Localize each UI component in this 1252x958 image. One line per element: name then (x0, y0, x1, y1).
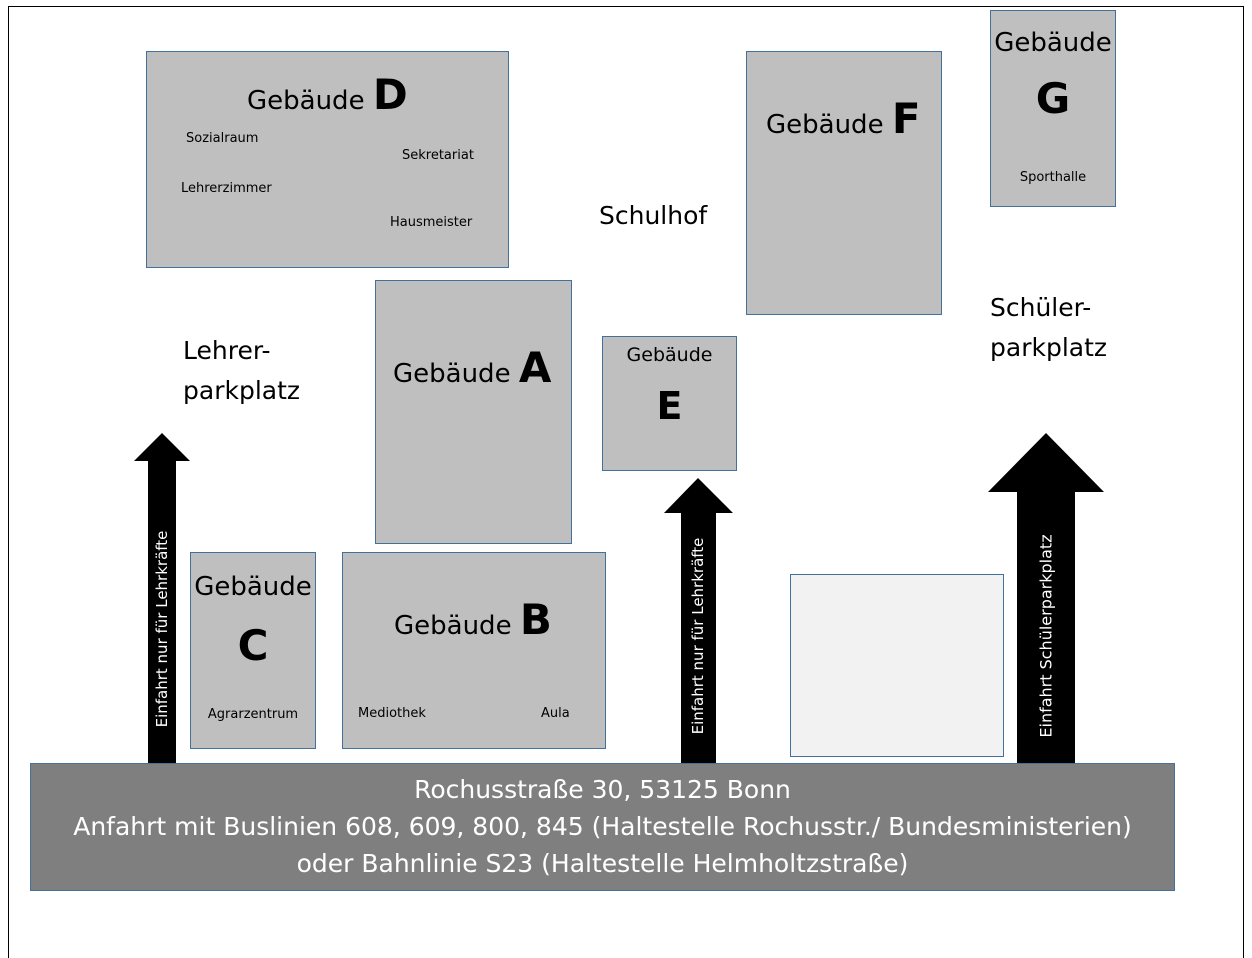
building-a-letter: A (518, 343, 552, 392)
building-g-letter: G (1035, 74, 1071, 123)
building-f-word: Gebäude (766, 110, 884, 140)
area-student-parking: Schüler- parkplatz (990, 288, 1107, 368)
train-directions: oder Bahnlinie S23 (Haltestelle Helmholt… (296, 849, 909, 878)
building-c-word: Gebäude (194, 572, 312, 602)
building-d-word: Gebäude (247, 86, 365, 116)
room-mediothek: Mediothek (358, 706, 426, 721)
arrow-left-label: Einfahrt nur für Lehrkräfte (153, 530, 171, 728)
room-sekretariat: Sekretariat (402, 148, 474, 163)
building-b[interactable]: Gebäude B Mediothek Aula (342, 552, 606, 749)
room-lehrerzimmer: Lehrerzimmer (181, 181, 272, 196)
building-f-title: Gebäude F (766, 94, 921, 143)
building-c-letter: C (237, 621, 269, 670)
building-g-word: Gebäude (994, 28, 1112, 58)
street-address: Rochusstraße 30, 53125 Bonn (414, 775, 791, 804)
room-agrarzentrum: Agrarzentrum (207, 707, 299, 722)
building-e-word: Gebäude (626, 344, 713, 366)
building-a[interactable]: Gebäude A (375, 280, 572, 544)
room-hausmeister: Hausmeister (390, 215, 473, 230)
building-f[interactable]: Gebäude F (746, 51, 942, 315)
arrow-left-shape (134, 433, 190, 767)
arrow-right-shape (988, 433, 1104, 767)
building-c[interactable]: Gebäude C Agrarzentrum (190, 552, 316, 749)
map-frame (8, 6, 1244, 958)
teacher-parking-line2: parkplatz (183, 376, 301, 405)
empty-lot (790, 574, 1004, 757)
student-parking-line2: parkplatz (990, 333, 1108, 362)
area-teacher-parking: Lehrer- parkplatz (183, 331, 300, 411)
building-g[interactable]: Gebäude G Sporthalle (990, 10, 1116, 207)
room-sporthalle: Sporthalle (1019, 170, 1087, 185)
room-aula: Aula (541, 706, 570, 721)
bus-directions: Anfahrt mit Buslinien 608, 609, 800, 845… (73, 812, 1132, 841)
building-a-title: Gebäude A (393, 343, 551, 392)
arrow-middle-shape (664, 478, 733, 767)
building-b-word: Gebäude (394, 611, 512, 641)
building-f-letter: F (891, 94, 921, 143)
area-schulhof: Schulhof (599, 201, 708, 230)
arrow-right-label: Einfahrt Schülerparkplatz (1036, 534, 1056, 738)
building-d[interactable]: Gebäude D Sozialraum Sekretariat Lehrerz… (146, 51, 509, 268)
building-b-letter: B (519, 595, 552, 644)
building-d-letter: D (372, 70, 408, 119)
building-e-letter: E (656, 384, 683, 428)
teacher-parking-line1: Lehrer- (183, 336, 271, 365)
building-a-word: Gebäude (393, 359, 511, 389)
street-info: Rochusstraße 30, 53125 Bonn Anfahrt mit … (30, 763, 1175, 891)
room-sozialraum: Sozialraum (186, 131, 259, 146)
student-parking-line1: Schüler- (990, 293, 1092, 322)
building-d-title: Gebäude D (247, 70, 408, 119)
building-e[interactable]: Gebäude E (602, 336, 737, 471)
arrow-middle-label: Einfahrt nur für Lehrkräfte (689, 537, 707, 735)
building-b-title: Gebäude B (394, 595, 552, 644)
